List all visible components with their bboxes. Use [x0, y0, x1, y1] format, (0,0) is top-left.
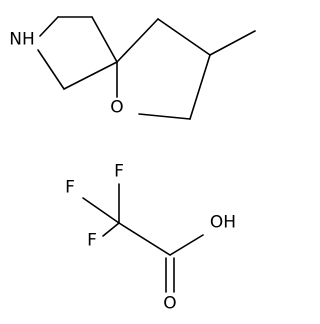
bond-c8-o — [138, 113, 191, 120]
ring-oxygen-label: O — [109, 97, 125, 118]
carbonyl-oxygen-label: O — [162, 293, 178, 314]
fluorine-top-label: F — [113, 161, 125, 182]
fluorine-bottom-label: F — [86, 230, 98, 251]
bond-spiro-c2 — [63, 61, 118, 90]
bond-c6-c7 — [157, 18, 211, 56]
bond-c7-c8 — [189, 54, 211, 120]
bond-cf3-f-left — [82, 197, 120, 224]
bond-carboxyl-oh — [169, 234, 204, 256]
bond-lines — [37, 16, 256, 293]
bond-c7-methyl — [209, 30, 256, 56]
azetidine-nitrogen-label: NH — [8, 29, 36, 50]
bond-c3-spiro — [91, 16, 118, 63]
hydroxyl-label: OH — [208, 212, 238, 233]
bond-n-c2 — [37, 49, 65, 90]
bond-cf3-carboxyl — [118, 222, 171, 256]
fluorine-left-label: F — [64, 177, 76, 198]
bond-spiro-c6 — [116, 18, 159, 63]
bond-c1-n — [39, 16, 59, 37]
bond-cf3-f-bottom — [102, 222, 120, 237]
chemical-structure-diagram: NH O F F F OH O — [8, 16, 256, 314]
